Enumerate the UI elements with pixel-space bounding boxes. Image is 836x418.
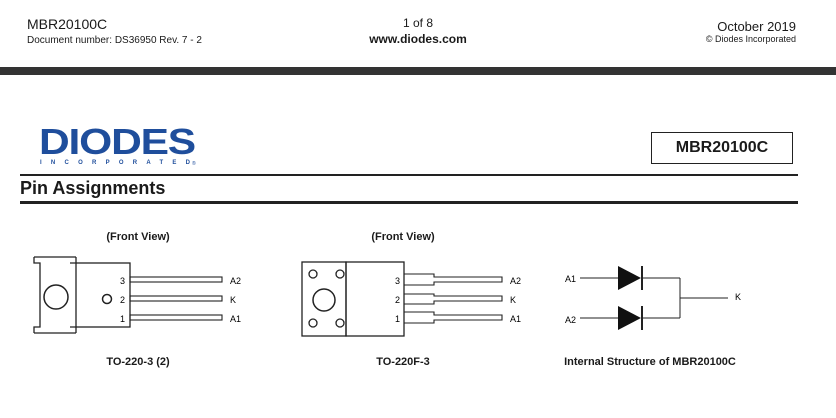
page-indicator: 1 of 8 — [402, 16, 434, 30]
copyright: © Diodes Incorporated — [705, 34, 796, 44]
pin-label: A1 — [510, 314, 521, 324]
lead-3 — [404, 273, 503, 286]
document-number: Document number: DS36950 Rev. 7 - 2 — [27, 35, 202, 46]
lead-1 — [129, 314, 223, 321]
mounting-hole — [43, 284, 69, 310]
diodes-logo: DIODES INCORPORATED ® — [39, 122, 196, 167]
pin-number: 3 — [395, 276, 400, 286]
package2-diagram: 3 2 1 A2 K A1 — [301, 261, 521, 337]
cathode-label: K — [735, 292, 741, 302]
anode1-label: A1 — [565, 274, 576, 284]
mounting-hole — [312, 288, 336, 312]
lead-3 — [129, 276, 223, 283]
header-rule — [0, 67, 836, 75]
pin-number: 3 — [120, 276, 125, 286]
lead-2 — [129, 295, 223, 302]
part-number-box: MBR20100C — [651, 132, 793, 164]
pin-number: 1 — [120, 314, 125, 324]
pin-label: A2 — [230, 276, 241, 286]
pin-label: K — [230, 295, 236, 305]
section-title: Pin Assignments — [20, 178, 166, 198]
package1-view-label: (Front View) — [106, 231, 170, 243]
pin-label: A2 — [510, 276, 521, 286]
header-part-number: MBR20100C — [27, 16, 108, 32]
package2-caption: TO-220F-3 — [376, 356, 430, 368]
internal-structure-caption: Internal Structure of MBR20100C — [564, 356, 736, 368]
pin-label: K — [510, 295, 516, 305]
svg-text:®: ® — [192, 160, 196, 167]
website-link[interactable]: www.diodes.com — [369, 32, 467, 46]
document-date: October 2019 — [717, 19, 796, 34]
section-rule-bottom — [20, 201, 798, 204]
pin-number: 1 — [395, 314, 400, 324]
pin-number: 2 — [395, 295, 400, 305]
package1-diagram: 3 2 1 A2 K A1 — [33, 256, 241, 334]
internal-structure-diagram: A1 A2 K — [565, 266, 741, 330]
package1-caption: TO-220-3 (2) — [106, 356, 170, 368]
diode-2 — [618, 306, 641, 330]
section-rule-top — [20, 174, 798, 176]
lead-2 — [404, 293, 503, 305]
pin-number: 2 — [120, 295, 125, 305]
pin-label: A1 — [230, 314, 241, 324]
diode-1 — [618, 266, 641, 290]
package2-view-label: (Front View) — [371, 231, 435, 243]
logo-wordmark: DIODES — [39, 122, 195, 162]
anode2-label: A2 — [565, 315, 576, 325]
lead-1 — [404, 311, 503, 324]
